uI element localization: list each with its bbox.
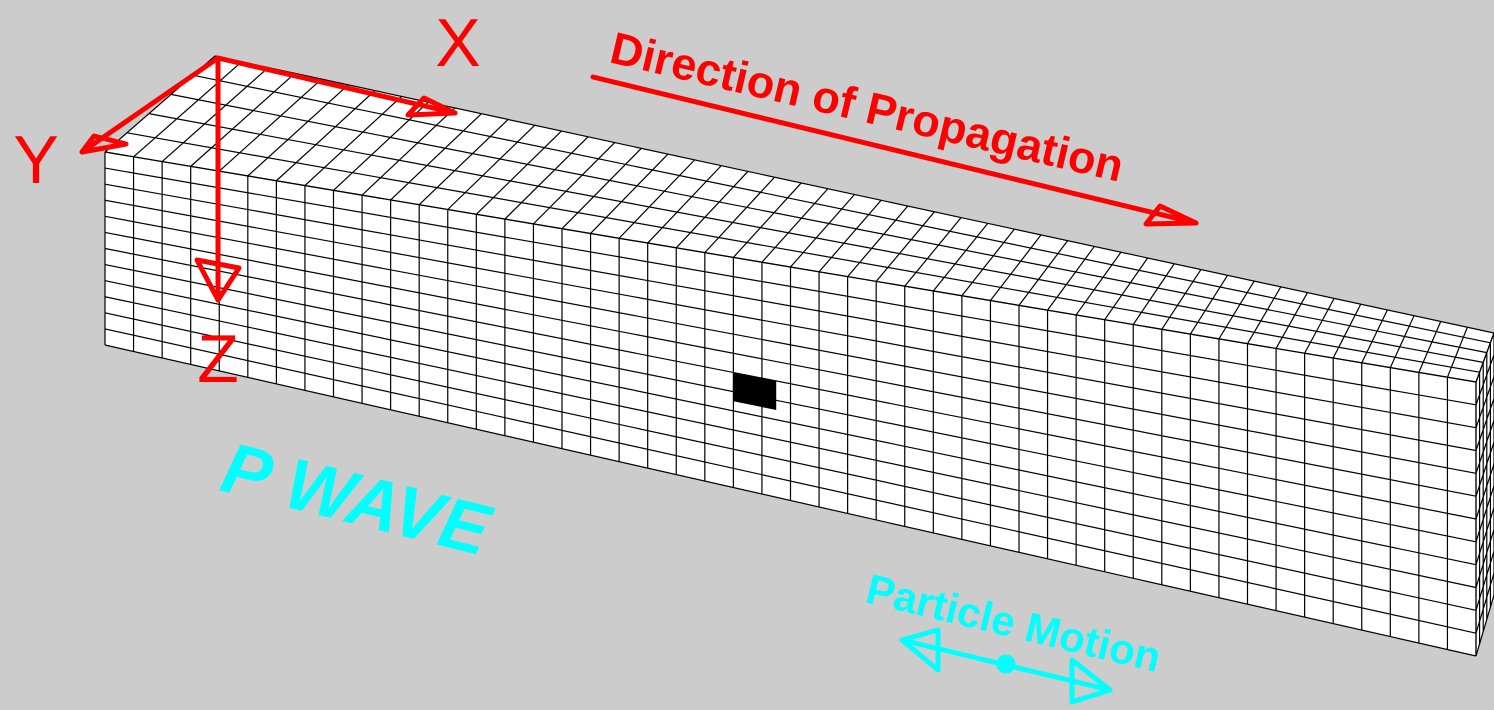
top-depth-grid-line <box>361 107 456 196</box>
top-depth-grid-line <box>190 72 296 167</box>
y-axis-label: Y <box>13 122 58 198</box>
top-depth-grid-line <box>1304 298 1335 354</box>
top-depth-grid-line <box>1218 280 1255 340</box>
top-depth-grid-line <box>504 136 589 220</box>
top-depth-grid-line <box>618 159 696 239</box>
top-depth-grid-line <box>447 124 536 210</box>
top-depth-grid-line <box>133 61 243 158</box>
top-depth-grid-line <box>989 234 1042 301</box>
particle-motion-right-arrowhead <box>1069 657 1113 705</box>
end-horizontal-grid-line <box>1475 463 1494 520</box>
top-depth-grid-line <box>675 171 749 249</box>
top-depth-grid-line <box>1446 327 1468 378</box>
top-length-grid-line <box>126 132 1480 373</box>
top-length-grid-line <box>148 113 1484 363</box>
end-horizontal-grid-line <box>1475 332 1494 383</box>
z-axis-arrowhead <box>194 257 242 303</box>
end-horizontal-grid-line <box>1475 398 1494 451</box>
top-depth-grid-line <box>1361 309 1388 364</box>
front-horizontal-grid-line <box>104 263 1477 543</box>
y-axis-arrowhead <box>79 133 129 155</box>
front-horizontal-grid-line <box>104 167 1477 406</box>
end-horizontal-grid-line <box>1475 420 1494 474</box>
top-depth-grid-line <box>1075 251 1122 316</box>
front-horizontal-grid-line <box>104 344 1477 657</box>
top-depth-grid-line <box>590 153 669 234</box>
top-depth-grid-line <box>1418 321 1442 373</box>
front-horizontal-grid-line <box>104 247 1477 520</box>
grid-block <box>104 55 1494 657</box>
top-depth-grid-line <box>1161 269 1202 330</box>
top-depth-grid-line <box>1332 303 1362 359</box>
coordinate-axes <box>79 55 1199 303</box>
top-depth-grid-line <box>1389 315 1415 368</box>
end-horizontal-grid-line <box>1475 441 1494 497</box>
front-horizontal-grid-line <box>104 328 1477 634</box>
top-depth-grid-line <box>761 188 829 263</box>
particle-motion-arrow <box>899 627 1113 705</box>
front-horizontal-grid-line <box>104 296 1477 589</box>
top-depth-grid-line <box>275 90 376 182</box>
block-top-face <box>105 56 1494 382</box>
top-depth-grid-line <box>1104 257 1149 321</box>
top-length-grid-line <box>170 93 1487 354</box>
top-depth-grid-line <box>1275 292 1309 349</box>
front-horizontal-grid-line <box>104 280 1477 566</box>
top-depth-grid-line <box>790 194 855 268</box>
top-length-grid-line <box>104 151 1477 383</box>
front-horizontal-grid-line <box>104 215 1477 474</box>
top-depth-grid-line <box>1246 286 1282 344</box>
top-depth-grid-line <box>704 176 776 254</box>
end-horizontal-grid-line <box>1475 376 1494 428</box>
propagation-arrow <box>590 74 1199 226</box>
propagation-arrowhead <box>1143 203 1199 227</box>
top-depth-grid-line <box>533 142 616 225</box>
top-depth-grid-line <box>418 119 509 206</box>
end-horizontal-grid-line <box>1475 594 1494 657</box>
top-depth-grid-line <box>218 78 322 172</box>
top-depth-grid-line <box>1018 240 1069 306</box>
top-depth-grid-line <box>961 228 1015 297</box>
end-horizontal-grid-line <box>1475 354 1494 406</box>
top-depth-grid-line <box>161 67 269 163</box>
x-axis-arrowhead <box>405 95 458 118</box>
end-horizontal-grid-line <box>1475 485 1494 543</box>
end-horizontal-grid-line <box>1475 551 1494 611</box>
top-depth-grid-line <box>1132 263 1175 325</box>
top-depth-grid-line <box>1189 274 1229 335</box>
front-horizontal-grid-line <box>104 312 1477 611</box>
top-depth-grid-line <box>904 217 962 287</box>
top-depth-grid-line <box>304 95 402 186</box>
top-depth-grid-line <box>1047 246 1095 311</box>
top-depth-grid-line <box>561 147 642 230</box>
top-depth-grid-line <box>847 205 909 277</box>
top-depth-grid-line <box>247 84 349 177</box>
end-horizontal-grid-line <box>1475 572 1494 634</box>
top-depth-grid-line <box>875 211 935 282</box>
end-horizontal-grid-line <box>1475 529 1494 588</box>
top-depth-grid-line <box>932 222 989 292</box>
z-axis-label: Z <box>197 321 239 397</box>
highlighted-cell <box>733 372 777 411</box>
end-horizontal-grid-line <box>1475 507 1494 565</box>
particle-dot <box>996 654 1016 674</box>
top-depth-grid-line <box>732 182 802 258</box>
particle-motion-left-arrowhead <box>899 627 941 673</box>
wave-type-label: P WAVE <box>214 428 499 572</box>
top-length-grid-line <box>192 74 1491 344</box>
top-depth-grid-line <box>475 130 562 215</box>
top-depth-grid-line <box>390 113 482 201</box>
top-depth-grid-line <box>647 165 722 244</box>
x-axis-label: X <box>435 5 480 81</box>
top-depth-grid-line <box>818 199 882 273</box>
front-horizontal-grid-line <box>104 231 1477 497</box>
front-horizontal-grid-line <box>104 199 1477 452</box>
front-horizontal-grid-line <box>104 183 1477 429</box>
